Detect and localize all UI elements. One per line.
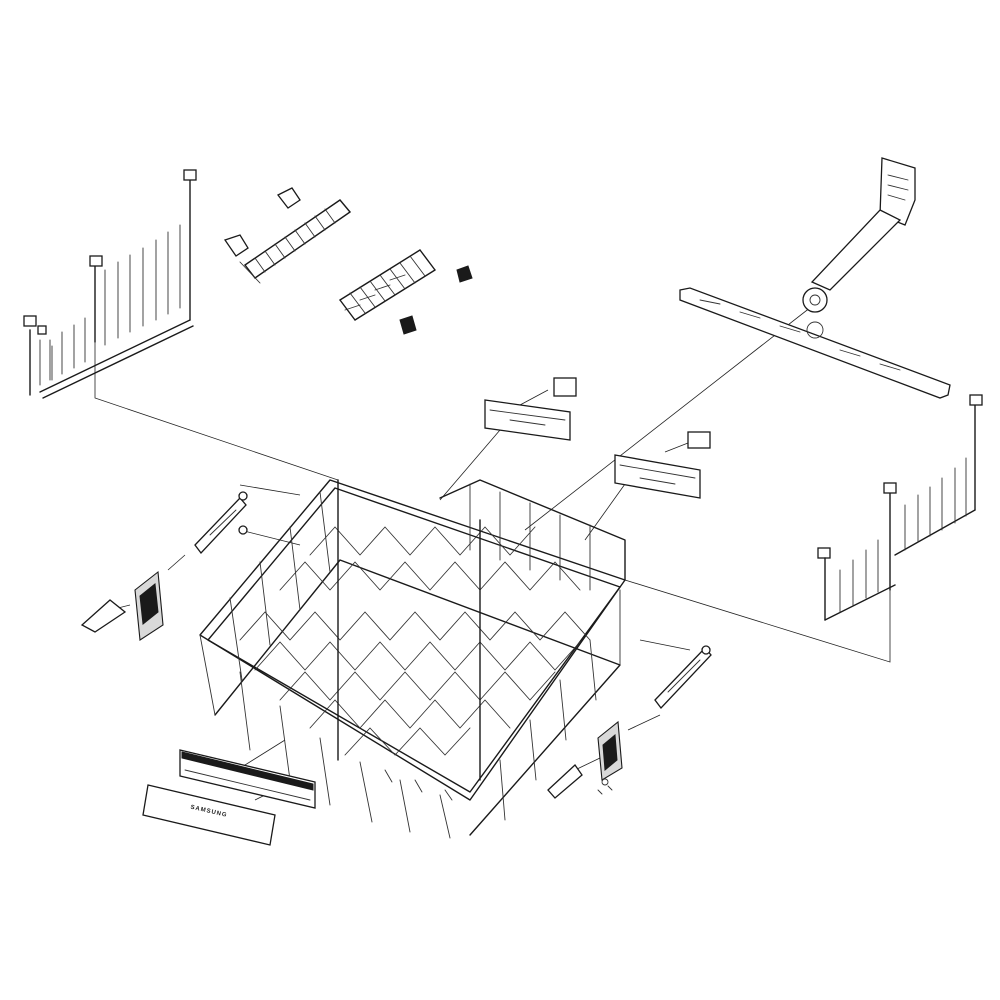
upper-rack-basket	[199, 479, 626, 839]
rail-bracket-right	[654, 645, 712, 710]
rack-stop-left	[484, 377, 577, 441]
fastener-markers	[597, 778, 613, 795]
handle-cover-panel: SAMSUNG	[142, 784, 276, 846]
leader-lines	[94, 299, 891, 801]
rail-bracket-left	[194, 491, 248, 555]
tine-row-left-back	[39, 169, 197, 399]
rack-adjuster-right	[597, 720, 623, 781]
cup-shelf-right	[339, 249, 436, 321]
rack-stop-right	[614, 431, 711, 499]
tine-row-right-back	[894, 394, 983, 556]
tine-row-left-front	[23, 315, 53, 396]
cup-shelf-left	[223, 187, 351, 284]
shelf-clip	[399, 265, 473, 335]
rack-adjuster-left	[134, 570, 164, 641]
adjuster-lever-left	[80, 599, 127, 633]
tine-row-right-front	[817, 482, 897, 621]
rack-handle	[179, 749, 316, 809]
spray-arm-assembly	[679, 157, 951, 399]
adjuster-lever-right	[547, 764, 583, 799]
